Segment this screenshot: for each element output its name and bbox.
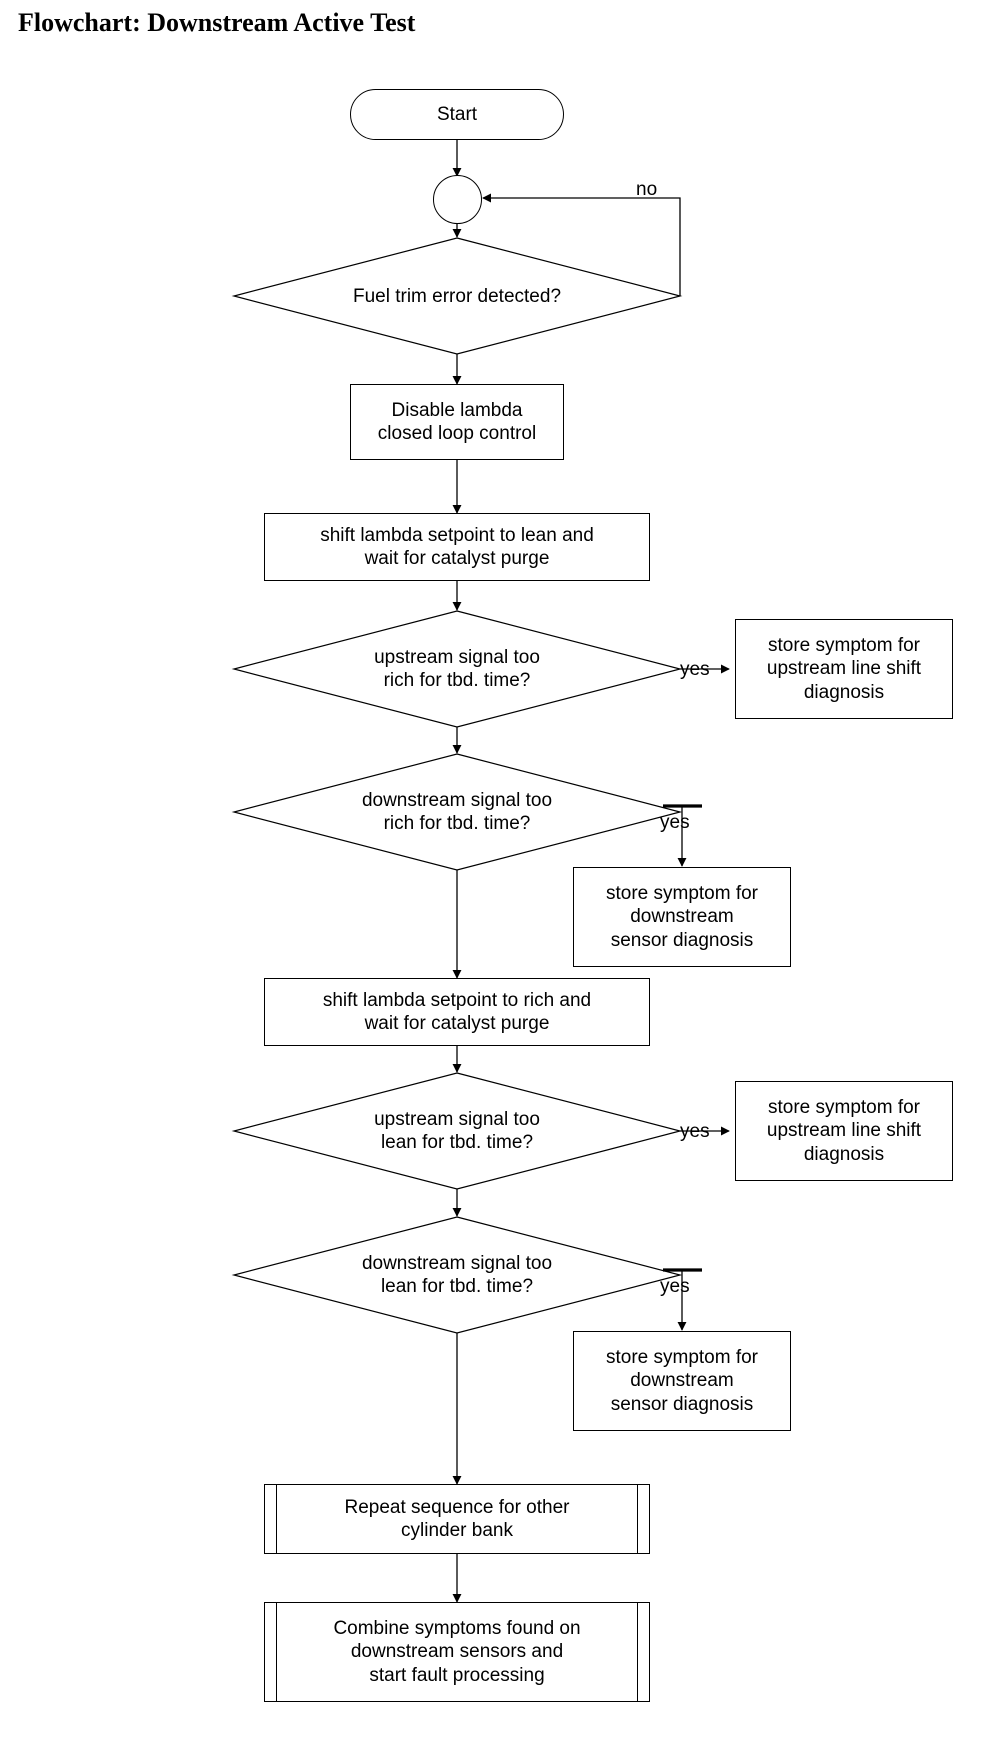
edge-label-yes-downstream-rich: yes (660, 812, 690, 833)
node-downstream-lean-decision[interactable]: downstream signal too lean for tbd. time… (290, 1246, 624, 1304)
edge-no-loop (482, 193, 681, 296)
edge-label-yes-upstream-rich: yes (680, 659, 710, 680)
node-start[interactable]: Start (350, 89, 564, 140)
node-shift-rich-label: shift lambda setpoint to rich and wait f… (322, 989, 592, 1034)
node-shift-lean[interactable]: shift lambda setpoint to lean and wait f… (264, 513, 650, 581)
node-downstream-rich-decision-label: downstream signal too rich for tbd. time… (361, 789, 553, 834)
node-shift-rich[interactable]: shift lambda setpoint to rich and wait f… (264, 978, 650, 1046)
node-store-downstream-rich[interactable]: store symptom for downstream sensor diag… (573, 867, 791, 967)
node-disable-lambda[interactable]: Disable lambda closed loop control (350, 384, 564, 460)
node-combine-symptoms-label: Combine symptoms found on downstream sen… (333, 1618, 581, 1686)
node-repeat-sequence-label: Repeat sequence for other cylinder bank (344, 1496, 570, 1541)
node-disable-lambda-label: Disable lambda closed loop control (377, 399, 537, 444)
node-store-upstream-lean[interactable]: store symptom for upstream line shift di… (735, 1081, 953, 1181)
node-downstream-lean-decision-label: downstream signal too lean for tbd. time… (361, 1252, 553, 1297)
junction-connector[interactable] (433, 175, 482, 224)
node-fuel-trim-decision[interactable]: Fuel trim error detected? (280, 278, 634, 316)
node-upstream-lean-decision-label: upstream signal too lean for tbd. time? (374, 1108, 540, 1153)
node-store-upstream-rich-label: store symptom for upstream line shift di… (766, 635, 922, 703)
node-start-label: Start (436, 103, 478, 125)
edge-label-yes-downstream-lean: yes (660, 1276, 690, 1297)
node-store-downstream-lean[interactable]: store symptom for downstream sensor diag… (573, 1331, 791, 1431)
node-store-upstream-rich[interactable]: store symptom for upstream line shift di… (735, 619, 953, 719)
node-repeat-sequence[interactable]: Repeat sequence for other cylinder bank (264, 1484, 650, 1554)
node-store-downstream-lean-label: store symptom for downstream sensor diag… (605, 1347, 759, 1415)
node-combine-symptoms[interactable]: Combine symptoms found on downstream sen… (264, 1602, 650, 1702)
node-downstream-rich-decision[interactable]: downstream signal too rich for tbd. time… (290, 783, 624, 841)
node-shift-lean-label: shift lambda setpoint to lean and wait f… (320, 524, 594, 569)
edge-label-yes-upstream-lean: yes (680, 1121, 710, 1142)
node-upstream-rich-decision[interactable]: upstream signal too rich for tbd. time? (290, 640, 624, 698)
edge-label-no: no (636, 179, 658, 200)
node-upstream-lean-decision[interactable]: upstream signal too lean for tbd. time? (290, 1102, 624, 1160)
page-title: Flowchart: Downstream Active Test (18, 8, 416, 37)
node-fuel-trim-decision-label: Fuel trim error detected? (352, 286, 562, 308)
node-upstream-rich-decision-label: upstream signal too rich for tbd. time? (374, 646, 540, 691)
node-store-downstream-rich-label: store symptom for downstream sensor diag… (605, 883, 759, 951)
node-store-upstream-lean-label: store symptom for upstream line shift di… (766, 1097, 922, 1165)
